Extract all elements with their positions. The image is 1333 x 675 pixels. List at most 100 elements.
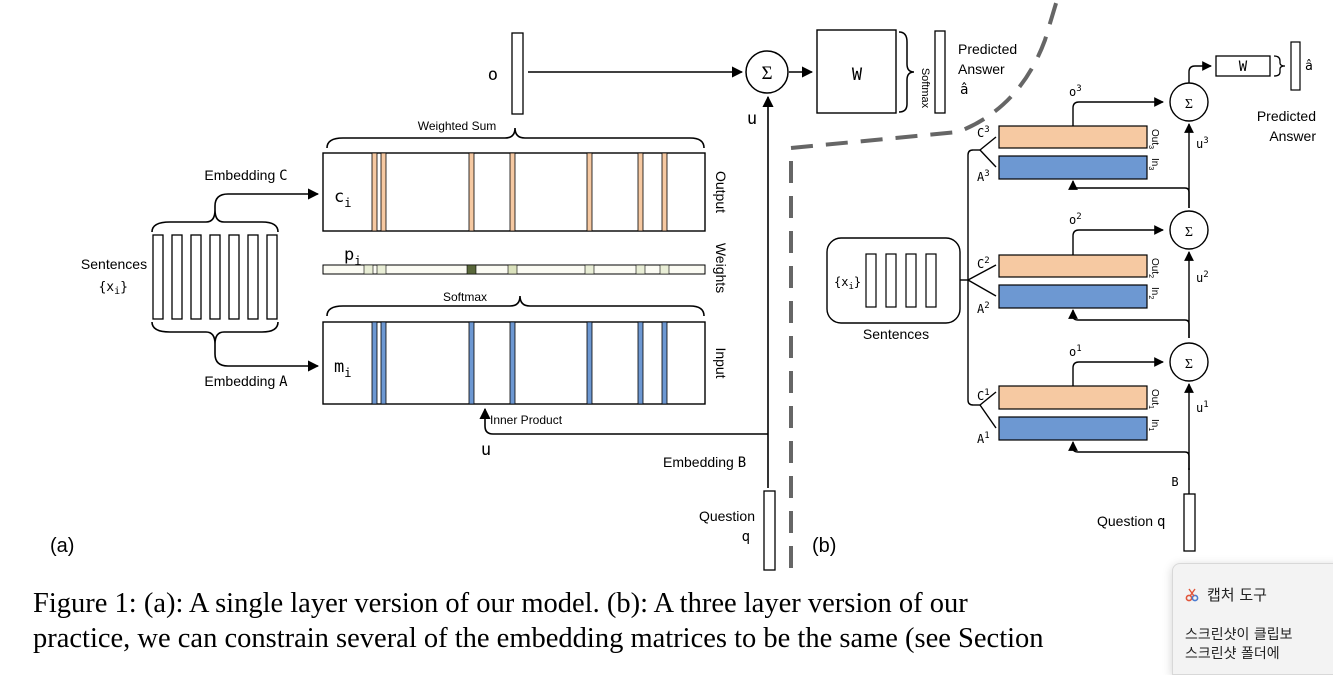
question-var-a: q [742,529,750,545]
o2-label: o2 [1069,212,1082,227]
notification-message-line-2: 스크린샷 폴더에 [1185,646,1280,662]
predicted-answer-a-1: Predicted [958,41,1017,57]
w-label-a: W [852,65,863,85]
question-label-a: Question [699,508,755,524]
input-side-label: Input [713,347,729,378]
caption-line-2: practice, we can constrain several of th… [33,623,1044,654]
embedding-c-label: Embedding C [204,167,287,184]
w-label-b: W [1239,59,1248,75]
notification-message: 스크린샷이 클립보 스크린샷 폴더에 [1185,626,1293,664]
a1-label: A1 [977,431,990,446]
in3-label: In3 [1147,158,1160,170]
panel-a: Sentences {xi} Embedding C Embedding A c… [50,29,1017,571]
weights-side-label: Weights [713,243,729,293]
sentences-var-a: {xi} [98,280,128,297]
b-label: B [1171,475,1178,489]
figure-caption: Figure 1: (a): A single layer version of… [33,586,1333,656]
panel-a-label: (a) [50,535,74,557]
output-memory-slots [371,152,668,232]
brace-weighted-sum [326,127,705,149]
panel-separator [789,0,1059,568]
question-label-b: Question q [1097,513,1165,530]
u1-label: u1 [1196,400,1209,415]
c2-label: C2 [977,256,990,271]
layer-1: C1 A1 Out1 In1 o1 Σ u1 [977,342,1209,470]
out2-label: Out2 [1147,258,1160,278]
embedding-fanout [967,136,997,429]
arrow-inner-product [479,407,768,435]
layer-2: C2 A2 Out2 In2 o2 Σ u2 [977,210,1209,338]
sum-symbol-a: Σ [761,63,772,84]
ci-label: ci [334,187,351,210]
o1-label: o1 [1069,344,1082,359]
u2-label: u2 [1196,270,1209,285]
in1-label: In1 [1147,419,1160,431]
u3-arrow [1068,180,1190,208]
embedding-a-label: Embedding A [204,373,288,390]
o-label: o [488,65,498,85]
answer-vector-b [1290,41,1301,91]
o1-arrow [1072,357,1164,386]
in2-label: In2 [1147,287,1160,299]
sum-node-a [745,50,789,94]
out-bar-3 [998,125,1148,149]
scissors-icon [1185,588,1199,602]
sum-symbol-1: Σ [1185,357,1193,372]
w-matrix-box-a [816,29,897,114]
weights-cells [363,264,670,275]
o-vector [511,32,524,115]
brace-w-b [1273,55,1286,77]
sum3-to-w-arrow [1188,61,1212,83]
arrow-embedding-a [214,344,320,372]
sentences-var-b: {xi} [834,275,861,292]
brace-softmax [326,295,705,317]
out3-label: Out3 [1147,129,1160,149]
out1-label: Out1 [1147,389,1160,409]
sentences-stack-b [865,253,937,308]
pi-label: pi [344,245,361,268]
brace-softmax-outer [898,31,915,113]
out-bar-1 [998,385,1148,410]
predicted-answer-a-2: Answer [958,61,1005,77]
o3-arrow [1072,97,1164,126]
arrow-embedding-c [214,188,320,210]
inner-product-label: Inner Product [490,413,563,427]
w-matrix-box-b [1215,55,1271,77]
a3-label: A3 [977,169,990,184]
weighted-sum-label: Weighted Sum [418,119,497,133]
in-bar-2 [998,284,1148,309]
question-vector-b [1183,493,1196,552]
o2-arrow [1072,225,1164,255]
sum-symbol-3: Σ [1185,97,1193,112]
a2-label: A2 [977,301,990,316]
sentences-stack-a [152,234,278,320]
snipping-tool-notification[interactable]: 캡처 도구 스크린샷이 클립보 스크린샷 폴더에 [1172,563,1333,675]
a-hat-b: â [1305,59,1313,74]
u2-arrow [1068,309,1190,338]
u-upper-label: u [747,109,757,129]
answer-vector-a [934,30,946,114]
panel-b-label: (b) [812,535,836,557]
input-memory-slots [371,321,668,405]
sum-node-2 [1169,210,1209,250]
c3-label: C3 [977,125,990,140]
sum-node-1 [1169,342,1209,382]
o3-label: o3 [1069,84,1082,99]
predicted-answer-b-1: Predicted [1257,108,1316,124]
mi-label: mi [334,357,351,380]
u3-label: u3 [1196,136,1209,151]
softmax-outer-label: Softmax [919,68,931,109]
a-hat-a: â [960,82,968,98]
question-vector-a [763,490,776,571]
brace-sentences-top [151,209,279,233]
layer-3: C3 A3 Out3 In3 o3 Σ u3 [977,82,1209,208]
u-lower-label: u [481,440,491,460]
softmax-inner-label: Softmax [443,290,487,304]
embedding-b-label: Embedding B [663,454,746,471]
u1-arrow [1068,441,1190,470]
notification-header: 캡처 도구 [1185,584,1267,605]
output-side-label: Output [713,171,729,213]
brace-sentences-bottom [151,321,279,345]
sentences-label-b: Sentences [863,326,929,342]
